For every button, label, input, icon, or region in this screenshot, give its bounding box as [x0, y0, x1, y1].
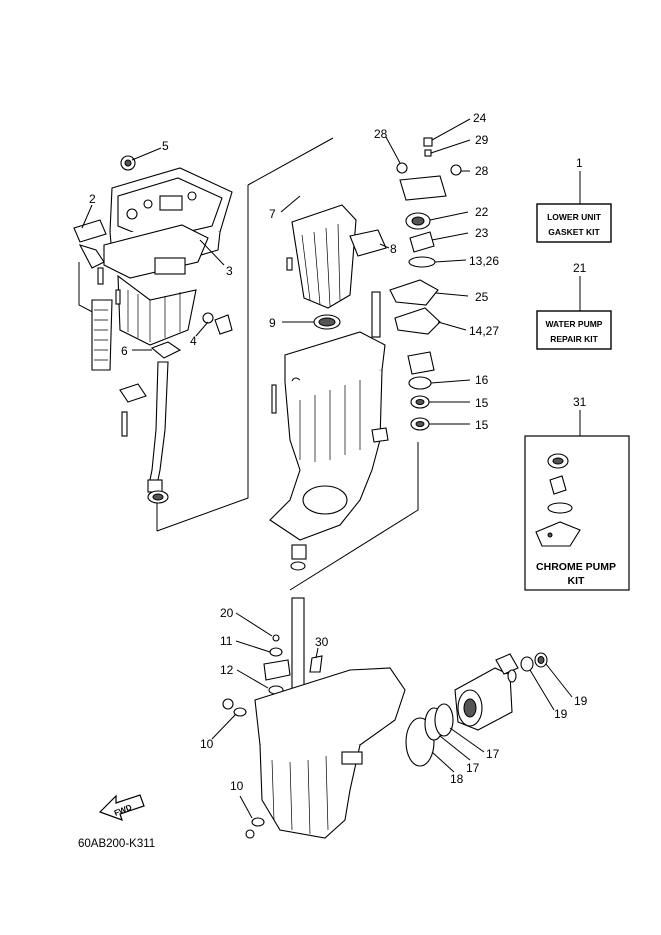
- callout-29: 29: [475, 133, 489, 147]
- callout-23: 23: [475, 226, 489, 240]
- callout-10-lower: 10: [230, 779, 244, 793]
- pump-kit-line1: WATER PUMP: [546, 319, 603, 329]
- gasket-kit-line1: LOWER UNIT: [547, 212, 602, 222]
- chrome-pump-kit-box: CHROME PUMP KIT: [524, 435, 630, 591]
- callout-25: 25: [475, 290, 489, 304]
- callout-17-upper: 17: [486, 747, 500, 761]
- callout-31: 31: [573, 395, 587, 409]
- pump-kit-line2: REPAIR KIT: [550, 334, 598, 344]
- water-pump-assembly: [389, 137, 462, 431]
- callout-28-left: 28: [374, 127, 388, 141]
- callout-3: 3: [226, 264, 233, 278]
- lower-unit-gasket-kit-box: LOWER UNIT GASKET KIT: [536, 203, 612, 243]
- drive-shaft-housing: [269, 204, 389, 541]
- callout-12: 12: [220, 663, 234, 677]
- diagram-code: 60AB200-K311: [78, 838, 155, 850]
- callout-18: 18: [450, 772, 464, 786]
- lower-unit-assembly: [222, 544, 406, 839]
- callout-28-right: 28: [475, 164, 489, 178]
- callout-10-upper: 10: [200, 737, 214, 751]
- callout-6: 6: [121, 344, 128, 358]
- callout-19-right: 19: [574, 694, 588, 708]
- callout-11: 11: [220, 634, 233, 648]
- callout-19-left: 19: [554, 707, 568, 721]
- callout-13-26: 13,26: [469, 254, 499, 268]
- callout-7: 7: [269, 207, 276, 221]
- callout-4: 4: [190, 334, 197, 348]
- water-pump-repair-kit-box: WATER PUMP REPAIR KIT: [536, 310, 612, 350]
- callout-5: 5: [162, 139, 169, 153]
- forward-direction-indicator: FWD: [98, 794, 145, 821]
- callout-20: 20: [220, 606, 234, 620]
- gasket-kit-line2: GASKET KIT: [548, 227, 600, 237]
- callout-1: 1: [576, 156, 583, 170]
- callout-30: 30: [315, 635, 329, 649]
- propeller-shaft-housing: [405, 652, 548, 767]
- callout-17-lower: 17: [466, 761, 480, 775]
- callout-15-upper: 15: [475, 396, 489, 410]
- callout-22: 22: [475, 205, 489, 219]
- callout-21: 21: [573, 261, 587, 275]
- water-tube: [147, 361, 169, 504]
- callout-2: 2: [89, 192, 96, 206]
- callout-9: 9: [269, 316, 276, 330]
- callout-16: 16: [475, 373, 489, 387]
- upper-casing-assembly: [73, 155, 233, 437]
- leader-lines: [81, 118, 598, 819]
- callout-8: 8: [390, 242, 397, 256]
- callout-14-27: 14,27: [469, 324, 499, 338]
- callout-15-lower: 15: [475, 418, 489, 432]
- chrome-kit-line1: CHROME PUMP: [536, 561, 616, 573]
- chrome-kit-line2: KIT: [568, 575, 586, 587]
- fwd-arrow-icon: [98, 794, 145, 821]
- callout-24: 24: [473, 111, 487, 125]
